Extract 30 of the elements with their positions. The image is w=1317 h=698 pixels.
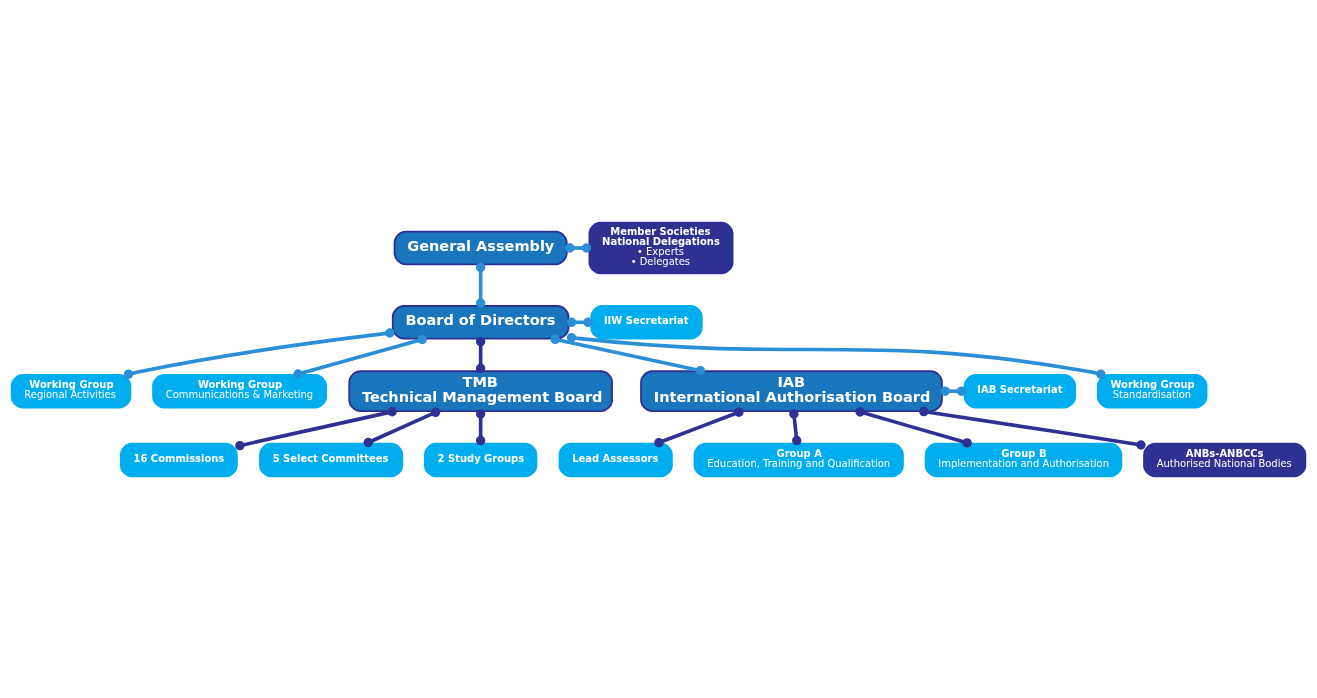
connector [475,336,486,373]
connector [855,406,972,448]
connector [293,334,427,379]
node-box: Working Group Communications & Marketing [152,373,328,408]
connector [919,406,1146,450]
node-box: Lead Assessors [558,442,673,477]
connector [566,332,1106,379]
connector [654,406,744,447]
node-box: 5 Select Committees [259,442,404,477]
connector [475,408,486,445]
node-box: IIW Secretariat [590,304,703,340]
connector [123,327,395,379]
node-box: Group A Education, Training and Qualification [693,442,904,477]
node-box: Working Group Regional Activities [10,373,132,408]
connector [475,262,486,308]
node-box: TMB Technical Management Board [348,369,613,412]
node-box: IAB Secretariat [963,373,1077,408]
node-box: General Assembly [393,230,568,265]
node-box: IAB International Authorisation Board [640,369,943,412]
connector [235,406,397,450]
node-box: Board of Directors [391,304,570,340]
node-box: 2 Study Groups [424,442,538,477]
connector [550,334,706,375]
node-box: ANBs-ANBCCs Authorised National Bodies [1143,442,1307,477]
node-box: Member Societies National Delegations • Experts • Delegates [588,221,734,274]
node-box: 16 Commissions [119,442,238,477]
connector [363,407,441,447]
node-box: Group B Implementation and Authorisation [924,442,1123,477]
node-box: Working Group Standardisation [1096,373,1208,408]
connector [789,408,802,445]
